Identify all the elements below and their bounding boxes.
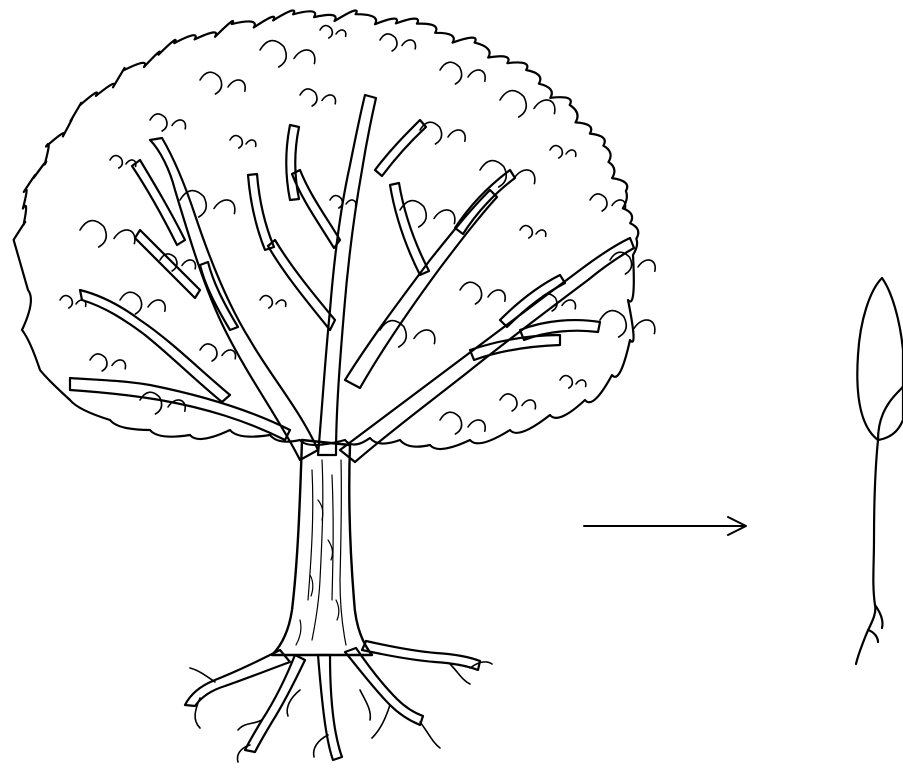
leaf-scribble [230,136,256,148]
seedling-leaf [857,278,903,440]
canopy [14,10,639,449]
leaf-scribble [200,72,245,94]
right-arrow-icon [584,517,746,535]
leaf-scribble [260,41,315,67]
oak-tree-icon [14,10,656,762]
leaf-scribble [600,311,655,337]
leaf-scribble [300,89,336,106]
canopy-outline [14,10,639,449]
leaf-scribble [590,194,626,211]
leaf-scribble [260,296,286,308]
leaf-scribble [200,344,236,361]
leaf-texture [60,26,655,434]
roots [185,641,480,760]
leaf-scribble [560,376,586,388]
leaf-scribble [440,412,485,434]
leaf-scribble [460,282,505,304]
bark-texture [296,460,346,645]
leaf-scribble [320,26,346,38]
leaf-scribble [80,221,135,247]
leaf-scribble [500,394,536,411]
leaf-scribble [520,226,546,238]
leaf-scribble [440,62,485,84]
leaf-scribble [420,122,465,144]
leaf-scribble [380,34,416,51]
leaf-scribble [500,91,555,117]
root-tendrils [190,662,492,762]
leaf-scribble [550,146,576,158]
leaf-scribble [150,114,186,131]
seedling-icon [856,278,903,664]
leaf-scribble [90,354,126,371]
